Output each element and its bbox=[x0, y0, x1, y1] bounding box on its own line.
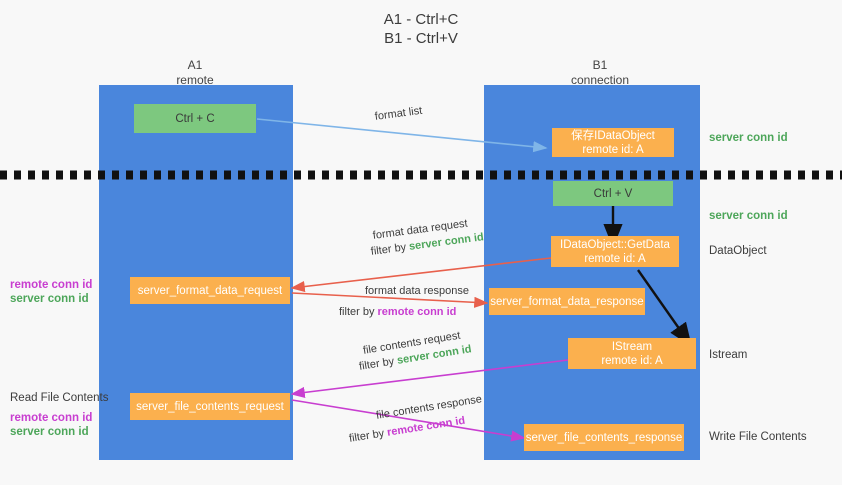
label-server-conn-id-mid: server conn id bbox=[709, 210, 788, 222]
label-server-conn-id-2: server conn id bbox=[10, 426, 89, 438]
box-server-format-data-response-line1: server_format_data_response bbox=[490, 295, 644, 308]
column-a1-sub: remote bbox=[176, 73, 214, 87]
label-istream: Istream bbox=[709, 349, 748, 361]
box-server-format-data-request-line1: server_format_data_request bbox=[137, 284, 283, 297]
arrow-label-file-contents-response-line1: file contents response bbox=[375, 393, 483, 422]
box-ctrl-c-line1: Ctrl + C bbox=[175, 112, 215, 125]
column-header-a1: A1 remote bbox=[115, 58, 275, 88]
box-idataobject-getdata-line1: IDataObject::GetData bbox=[560, 238, 670, 251]
filter-prefix: filter by bbox=[339, 306, 378, 318]
label-write-file-contents: Write File Contents bbox=[709, 431, 807, 443]
filter-prefix: filter by bbox=[370, 240, 410, 258]
column-a1-name: A1 bbox=[187, 58, 203, 72]
box-server-file-contents-request-line1: server_file_contents_request bbox=[136, 400, 284, 413]
box-ctrl-v-line1: Ctrl + V bbox=[593, 187, 633, 200]
box-istream[interactable]: IStream remote id: A bbox=[568, 338, 696, 369]
label-remote-conn-id-2: remote conn id bbox=[10, 412, 93, 424]
column-b1-sub: connection bbox=[570, 73, 630, 87]
box-idataobject-getdata-line2: remote id: A bbox=[584, 252, 646, 265]
box-save-idataobject[interactable]: 保存IDataObject remote id: A bbox=[552, 128, 674, 157]
box-server-file-contents-response-line1: server_file_contents_response bbox=[525, 431, 683, 444]
box-idataobject-getdata[interactable]: IDataObject::GetData remote id: A bbox=[551, 236, 679, 267]
page-title: A1 - Ctrl+C B1 - Ctrl+V bbox=[0, 10, 842, 48]
label-read-file-contents: Read File Contents bbox=[10, 392, 109, 404]
arrow-label-format-data-response-filter: filter by remote conn id bbox=[339, 305, 456, 320]
arrow-label-format-data-response: format data response bbox=[365, 285, 469, 297]
filter-prefix: filter by bbox=[348, 426, 389, 445]
box-server-file-contents-request[interactable]: server_file_contents_request bbox=[130, 393, 290, 420]
title-line-2: B1 - Ctrl+V bbox=[384, 30, 458, 47]
box-server-format-data-request[interactable]: server_format_data_request bbox=[130, 277, 290, 304]
label-server-conn-id-top: server conn id bbox=[709, 132, 788, 144]
arrow-label-format-list: format list bbox=[374, 104, 423, 123]
box-ctrl-c[interactable]: Ctrl + C bbox=[134, 104, 256, 133]
filter-value-remote-conn-id: remote conn id bbox=[377, 306, 457, 318]
divider-dashed-line bbox=[0, 170, 842, 180]
label-dataobject: DataObject bbox=[709, 245, 767, 257]
box-save-idataobject-line1: 保存IDataObject bbox=[571, 129, 655, 142]
box-server-format-data-response[interactable]: server_format_data_response bbox=[489, 288, 645, 315]
box-istream-line2: remote id: A bbox=[601, 354, 663, 367]
box-ctrl-v[interactable]: Ctrl + V bbox=[553, 181, 673, 206]
box-server-file-contents-response[interactable]: server_file_contents_response bbox=[524, 424, 684, 451]
label-server-conn-id-1: server conn id bbox=[10, 293, 89, 305]
box-istream-line1: IStream bbox=[611, 340, 653, 353]
box-save-idataobject-line2: remote id: A bbox=[582, 143, 644, 156]
column-b1-name: B1 bbox=[592, 58, 608, 72]
title-line-1: A1 - Ctrl+C bbox=[383, 11, 459, 28]
column-header-b1: B1 connection bbox=[520, 58, 680, 88]
label-remote-conn-id-1: remote conn id bbox=[10, 279, 93, 291]
